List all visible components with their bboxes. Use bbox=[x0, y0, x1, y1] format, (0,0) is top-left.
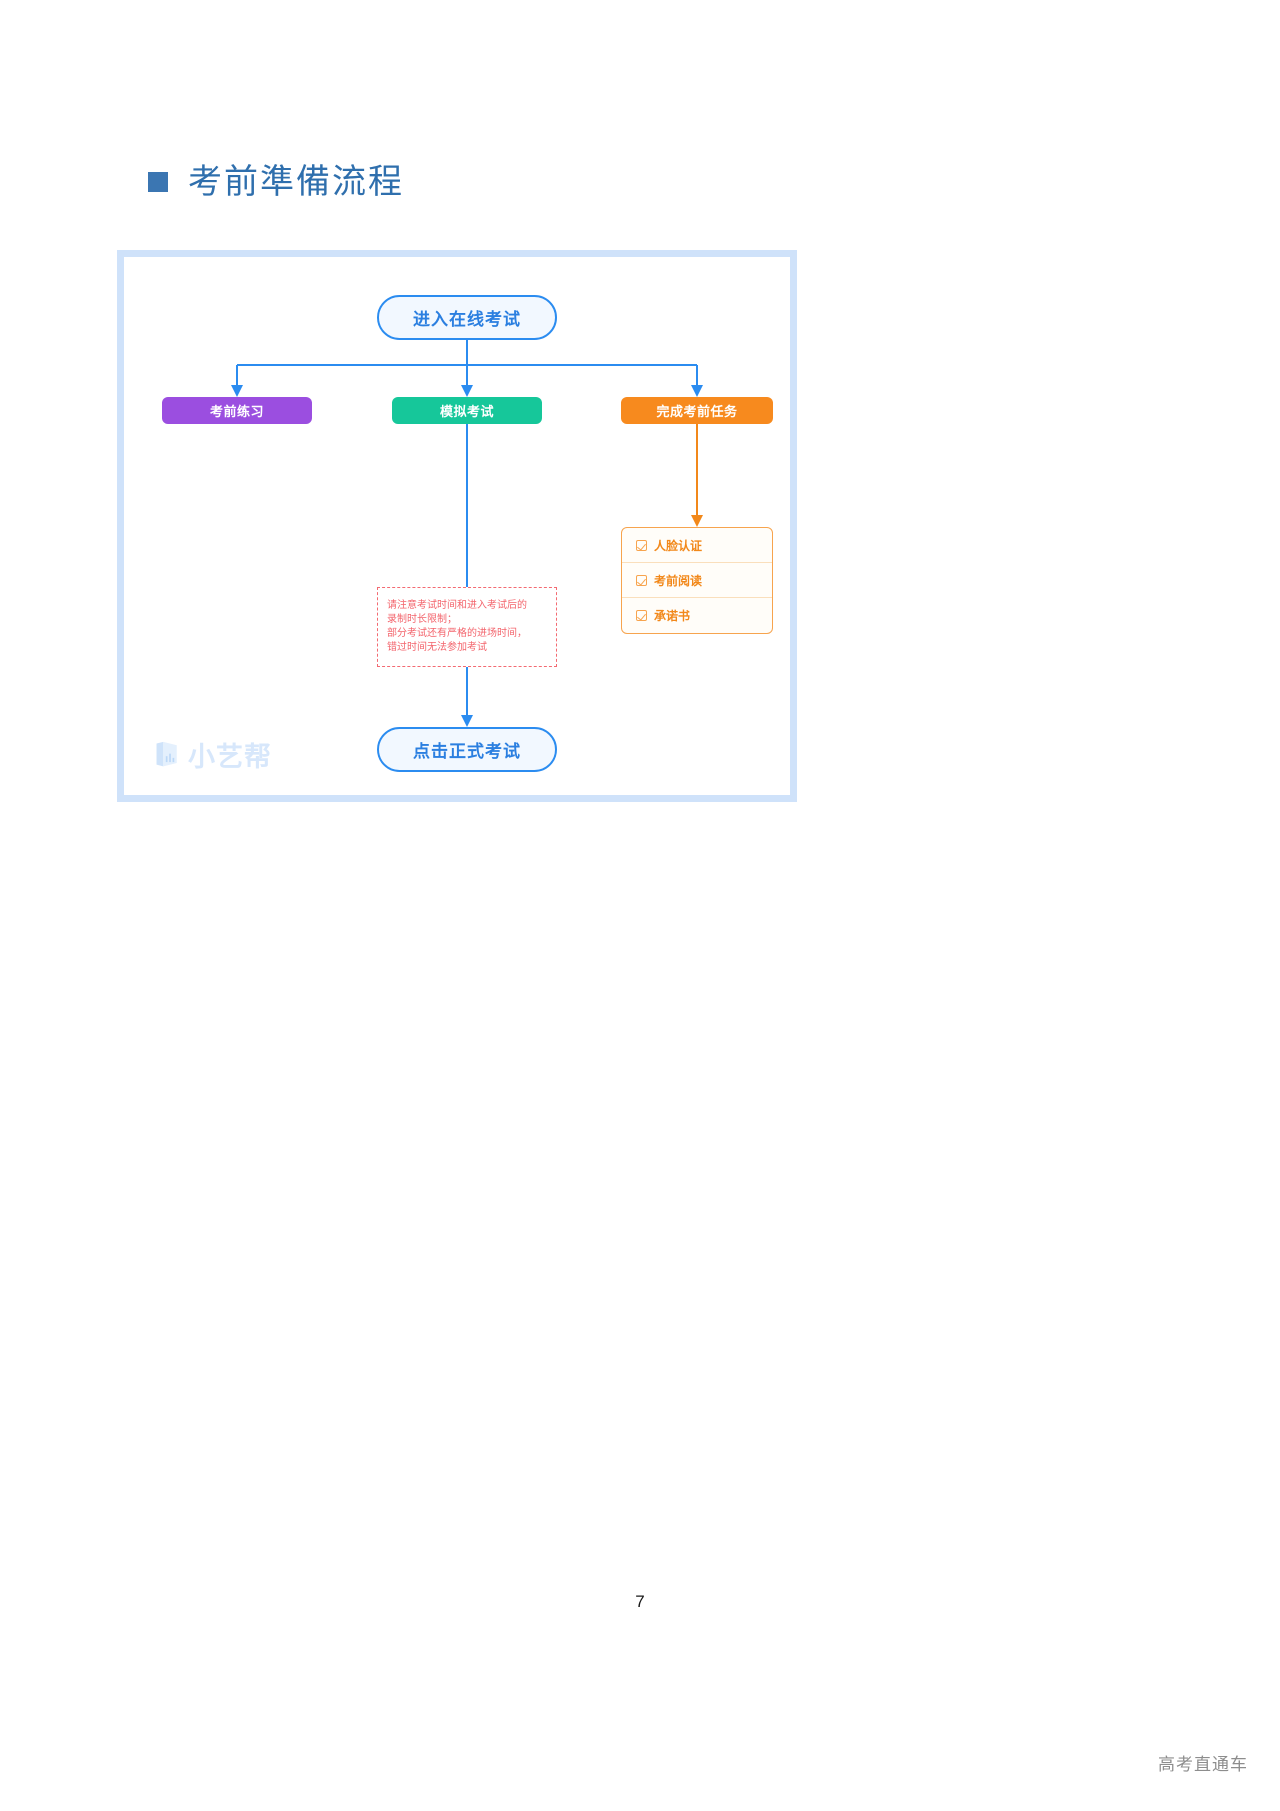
page-title: 考前準備流程 bbox=[148, 160, 404, 204]
warning-note-text: 请注意考试时间和进入考试后的 录制时长限制； 部分考试还有严格的进场时间， 错过… bbox=[387, 600, 527, 653]
checklist-item-commitment-letter[interactable]: 承诺书 bbox=[622, 598, 772, 633]
flow-node-enter-online-exam[interactable]: 进入在线考试 bbox=[377, 295, 557, 340]
page-number: 7 bbox=[635, 1592, 645, 1611]
checkbox-checked-icon[interactable] bbox=[636, 574, 647, 586]
xiaoyibang-logo-icon bbox=[156, 741, 177, 767]
watermark: 小艺帮 bbox=[154, 735, 272, 774]
checklist-item-label: 承诺书 bbox=[654, 609, 691, 623]
checkbox-checked-icon[interactable] bbox=[636, 610, 647, 621]
checklist-item-face-verification[interactable]: 人脸认证 bbox=[622, 528, 772, 563]
footer-brand: 高考直通车 bbox=[1158, 1755, 1248, 1774]
flow-node-complete-pre-exam-tasks[interactable]: 完成考前任务 bbox=[621, 397, 773, 424]
pre-exam-task-checklist: 人脸认证 考前阅读 承诺书 bbox=[621, 527, 773, 634]
checklist-item-label: 人脸认证 bbox=[654, 538, 703, 553]
checklist-item-pre-exam-reading[interactable]: 考前阅读 bbox=[622, 563, 772, 598]
flow-node-pre-exam-practice[interactable]: 考前练习 bbox=[162, 397, 312, 424]
checklist-item-label: 考前阅读 bbox=[654, 573, 703, 588]
warning-note: 请注意考试时间和进入考试后的 录制时长限制； 部分考试还有严格的进场时间， 错过… bbox=[377, 587, 557, 667]
watermark-text: 小艺帮 bbox=[188, 742, 272, 772]
flowchart-container: 进入在线考试 考前练习 模拟考试 完成考前任务 请注意考试时间和进入考试后的 录… bbox=[117, 250, 797, 802]
flow-node-start-formal-exam[interactable]: 点击正式考试 bbox=[377, 727, 557, 772]
page-title-text: 考前準備流程 bbox=[188, 163, 404, 201]
flow-node-mock-exam[interactable]: 模拟考试 bbox=[392, 397, 542, 424]
square-bullet-icon bbox=[148, 172, 168, 192]
checkbox-checked-icon[interactable] bbox=[636, 539, 647, 551]
